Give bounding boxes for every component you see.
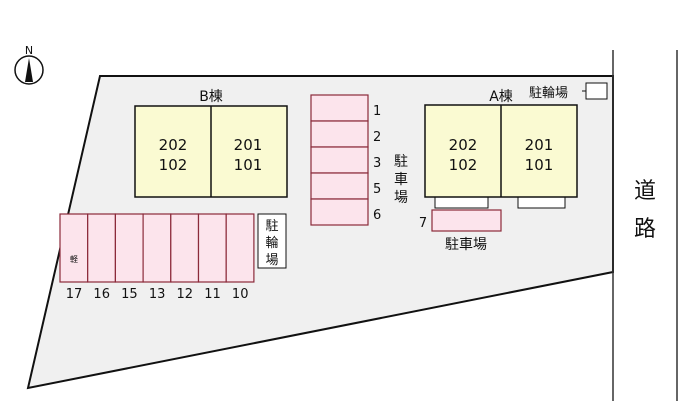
parking-number: 3 xyxy=(373,156,381,171)
compass-icon: N xyxy=(14,44,44,85)
parking-label: 駐 xyxy=(394,154,408,170)
parking-space xyxy=(114,213,144,283)
building-a-title: A棟 xyxy=(489,89,513,105)
svg-text:N: N xyxy=(25,44,33,57)
parking-number: 12 xyxy=(177,287,194,302)
parking-number: 1 xyxy=(373,104,381,119)
parking-label: 場 xyxy=(394,190,408,206)
parking-number: 15 xyxy=(121,287,138,302)
parking-number: 2 xyxy=(373,130,381,145)
parking-space xyxy=(310,94,369,122)
unit-label: 201 xyxy=(525,136,554,154)
unit-label: 202 xyxy=(159,136,188,154)
kei-label: 軽 xyxy=(70,255,78,264)
unit-label: 202 xyxy=(449,136,478,154)
bicycle-a-box xyxy=(585,82,608,100)
parking-space xyxy=(310,120,369,148)
parking-label: 駐車場 xyxy=(445,236,487,253)
parking-space xyxy=(197,213,227,283)
parking-space xyxy=(170,213,200,283)
parking-number: 13 xyxy=(149,287,166,302)
bicycle-a-label: 駐輪場 xyxy=(529,85,568,101)
bicycle-b-box xyxy=(257,213,287,269)
parking-label: 車 xyxy=(394,171,408,188)
unit-label: 101 xyxy=(525,156,554,174)
parking-space xyxy=(310,198,369,226)
parking-space xyxy=(87,213,116,283)
building-b-title: B棟 xyxy=(199,89,223,105)
parking-number: 17 xyxy=(66,287,83,302)
parking-number: 7 xyxy=(419,216,427,231)
parking-number: 10 xyxy=(232,287,249,302)
parking-space xyxy=(310,172,369,200)
parking-number: 16 xyxy=(93,287,110,302)
parking-number: 6 xyxy=(373,208,381,223)
unit-label: 201 xyxy=(234,136,263,154)
balcony xyxy=(434,196,489,209)
bicycle-label: 場 xyxy=(265,253,278,268)
road-label: 路 xyxy=(634,217,656,242)
balcony xyxy=(517,196,566,209)
unit-label: 101 xyxy=(234,156,263,174)
road-label: 道 xyxy=(634,179,656,204)
parking-space xyxy=(59,213,89,283)
parking-space xyxy=(310,146,369,174)
parking-space xyxy=(225,213,255,283)
parking-number: 5 xyxy=(373,182,381,197)
bicycle-label: 輪 xyxy=(265,235,278,251)
parking-space xyxy=(142,213,172,283)
unit-label: 102 xyxy=(449,156,478,174)
parking-space-7 xyxy=(431,209,502,232)
bicycle-label: 駐 xyxy=(265,219,278,234)
unit-label: 102 xyxy=(159,156,188,174)
parking-number: 11 xyxy=(204,287,221,302)
